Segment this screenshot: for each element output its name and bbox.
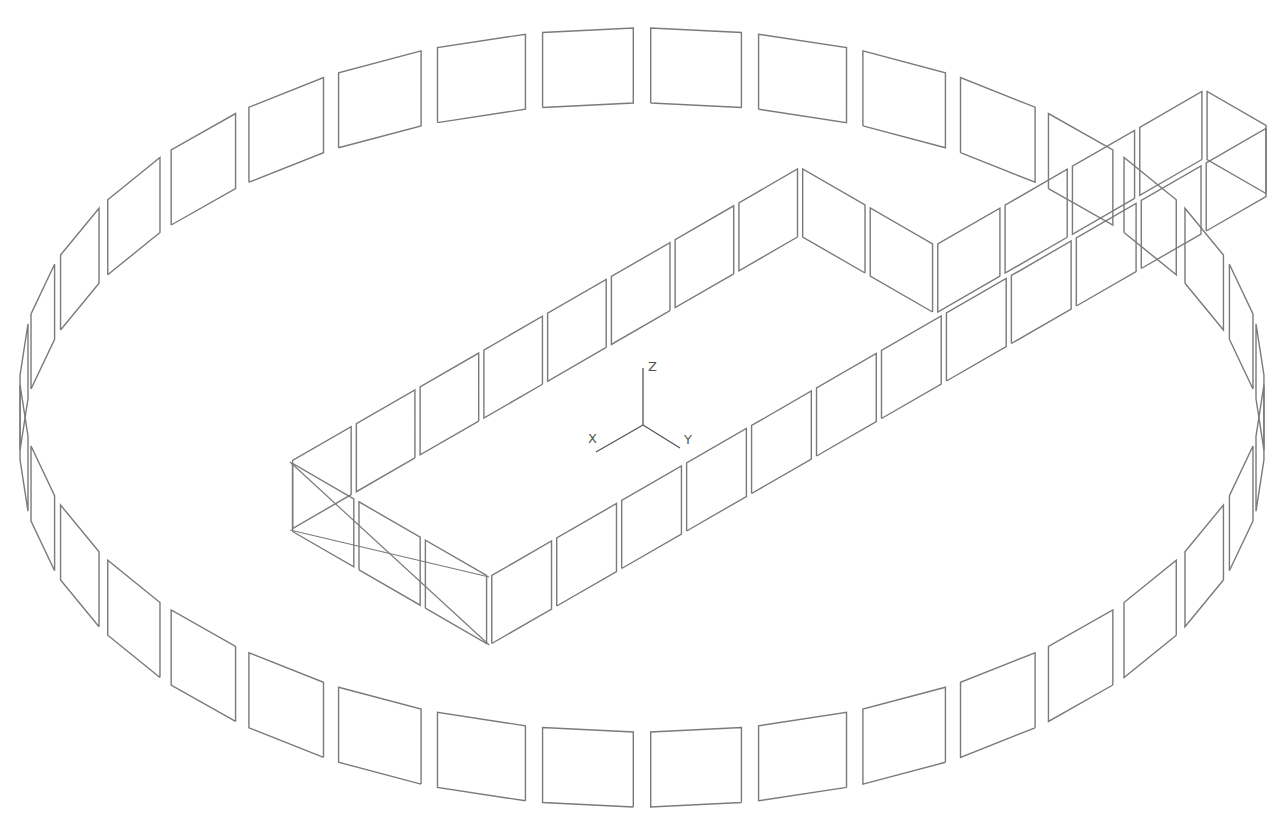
coil-panel	[1005, 169, 1067, 273]
coil-panel	[492, 541, 552, 644]
coil-panel	[1229, 264, 1253, 389]
coil-panel	[1048, 114, 1112, 225]
coil-panel	[1072, 130, 1134, 234]
coil-panel	[803, 169, 865, 273]
coil-panel	[651, 28, 742, 107]
coil-panel	[961, 78, 1036, 183]
coil-panel	[622, 466, 682, 569]
axis-label: X	[588, 432, 597, 445]
coil-panel	[171, 114, 235, 225]
coil-panel	[1141, 166, 1201, 269]
coil-panel	[881, 316, 941, 419]
coil-panel	[437, 34, 525, 122]
coil-panel	[1140, 92, 1202, 196]
coil-panel	[1185, 208, 1223, 330]
coil-panel	[739, 169, 798, 271]
coil-panel	[1048, 610, 1112, 721]
coil-panel	[108, 158, 160, 275]
coil-panel	[938, 208, 1000, 312]
coil-panel	[356, 390, 415, 492]
coil-panel	[1124, 560, 1176, 677]
axis-line	[643, 425, 680, 448]
coil-panel	[557, 504, 617, 607]
coil-panel	[249, 78, 324, 183]
coil-panel	[651, 727, 742, 806]
coil-panel	[1011, 241, 1071, 344]
coil-panel	[817, 354, 877, 457]
coil-panel	[543, 28, 634, 107]
coil-panel	[108, 560, 160, 677]
coil-panel	[1185, 505, 1223, 627]
coil-panel	[611, 243, 670, 345]
coil-panel	[1124, 158, 1176, 275]
coil-panel	[61, 208, 99, 330]
axis-line	[596, 425, 643, 452]
coil-panel	[339, 51, 422, 148]
axis-label: Y	[684, 433, 692, 446]
coil-panel	[1207, 92, 1266, 194]
coil-panel	[339, 687, 422, 784]
inner-coil	[293, 92, 1266, 644]
coil-panel	[61, 505, 99, 627]
coil-panel	[484, 316, 543, 418]
coil-panel	[675, 206, 734, 308]
coil-panel	[752, 391, 812, 494]
outer-coil-ring	[20, 28, 1264, 807]
coil-panel	[543, 727, 634, 806]
brace-line	[290, 462, 489, 645]
coil-panel	[1256, 324, 1264, 450]
coil-panel	[870, 208, 932, 312]
coil-panel	[249, 653, 324, 758]
coil-panel	[759, 34, 847, 122]
coil-panel	[293, 427, 352, 529]
coil-panel	[31, 264, 55, 389]
coil-panel	[31, 446, 55, 571]
coil-panel	[1076, 204, 1136, 307]
coil-panel	[20, 324, 28, 450]
axis-triad	[596, 368, 680, 452]
brace-lines	[290, 462, 489, 645]
coil-panel	[171, 610, 235, 721]
axis-label: Z	[648, 360, 657, 373]
coil-panel	[687, 429, 747, 532]
coil-panel	[437, 712, 525, 800]
coil-panel	[863, 687, 946, 784]
coil-panel	[293, 464, 354, 567]
coil-panel	[946, 279, 1006, 382]
coil-panel	[420, 353, 479, 455]
coil-panel	[759, 712, 847, 800]
coil-panel	[1206, 129, 1266, 232]
coil-panel	[961, 653, 1036, 758]
coil-panel	[1229, 446, 1253, 571]
coil-panel	[863, 51, 946, 148]
coil-panel	[425, 540, 486, 643]
axis-line	[642, 368, 643, 425]
coil-panel	[548, 279, 607, 381]
